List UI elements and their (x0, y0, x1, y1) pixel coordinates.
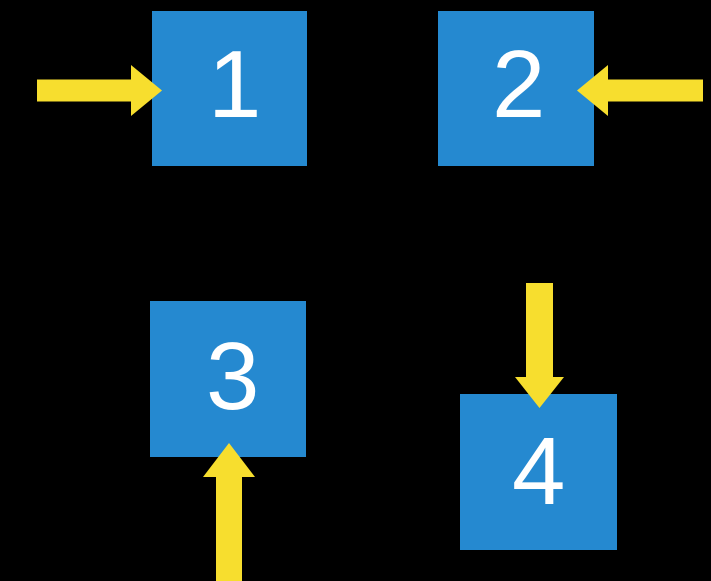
node-2-rect (438, 11, 594, 166)
node-1-rect (152, 11, 307, 166)
arrow-right-icon (37, 64, 162, 116)
node-4-rect (460, 394, 617, 550)
arrow-up-icon (203, 443, 255, 581)
arrow-left-icon (577, 64, 703, 116)
node-1[interactable]: 1 (152, 11, 307, 166)
node-4-label: 4 (512, 418, 566, 525)
node-3[interactable]: 3 (150, 301, 306, 457)
node-4[interactable]: 4 (460, 394, 617, 550)
node-1-label: 1 (208, 31, 262, 138)
node-2-label: 2 (492, 31, 546, 138)
node-3-rect (150, 301, 306, 457)
node-2[interactable]: 2 (438, 11, 594, 166)
node-3-label: 3 (206, 323, 260, 430)
arrow-down-icon (514, 283, 564, 408)
